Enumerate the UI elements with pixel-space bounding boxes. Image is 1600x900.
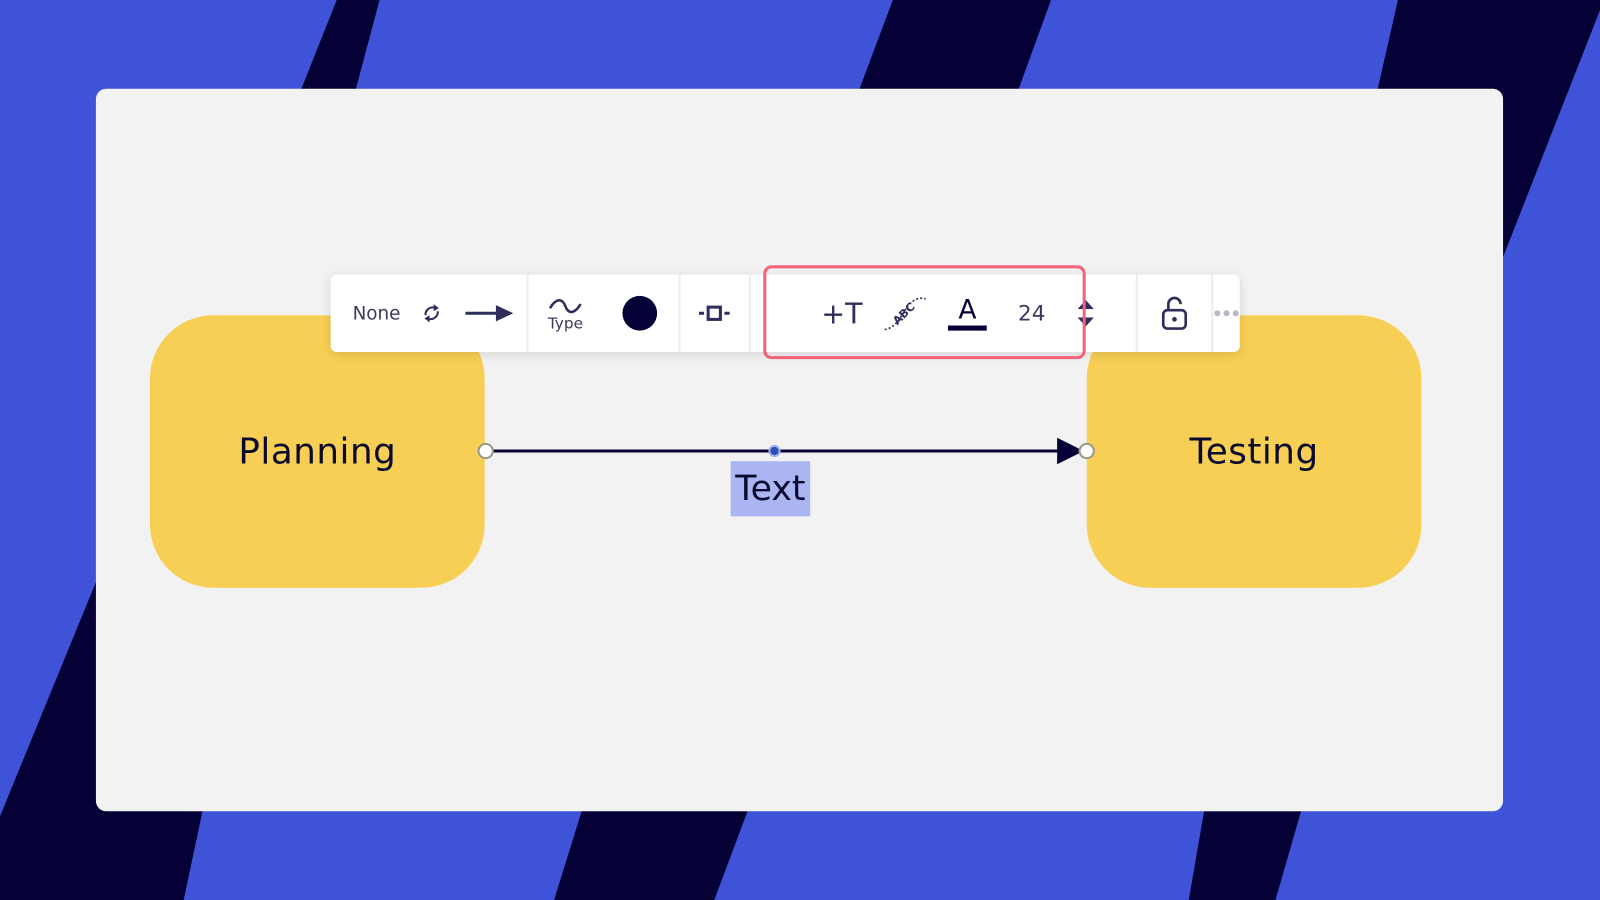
- line-type-button[interactable]: Type: [548, 298, 583, 333]
- waypoint-icon[interactable]: [698, 305, 731, 321]
- shape-label: Planning: [238, 431, 397, 472]
- text-color-glyph: A: [958, 294, 977, 325]
- connector-midpoint-handle: [768, 444, 781, 458]
- connector-start-handle: [477, 442, 494, 460]
- chevron-down-icon: [1077, 317, 1094, 327]
- line-endpoints-group: None: [331, 274, 529, 353]
- text-on-path-icon[interactable]: ABC: [872, 295, 939, 332]
- lock-group: [1137, 274, 1214, 353]
- more-dots-icon[interactable]: [1213, 309, 1240, 317]
- color-circle-icon[interactable]: [622, 295, 659, 332]
- line-type-label: Type: [547, 314, 583, 333]
- svg-text:ABC: ABC: [891, 300, 918, 327]
- connector-toolbar: None Type +T ABC: [330, 274, 1240, 353]
- shape-label: Testing: [1189, 431, 1319, 472]
- swap-arrows-icon[interactable]: [400, 302, 463, 324]
- line-style-group: Type: [528, 274, 681, 353]
- more-group: [1213, 274, 1240, 352]
- text-color-swatch: [948, 324, 987, 331]
- unlock-icon[interactable]: [1161, 296, 1188, 331]
- chevron-up-icon: [1077, 299, 1094, 310]
- arrow-right-icon[interactable]: [463, 303, 516, 323]
- arrowhead-icon: [1057, 437, 1084, 465]
- shape-testing[interactable]: Testing: [1086, 315, 1422, 588]
- waypoint-group: [680, 274, 752, 353]
- wave-icon: [549, 298, 582, 314]
- connector-end-handle: [1078, 442, 1095, 460]
- add-text-icon[interactable]: +T: [821, 296, 863, 331]
- shape-planning[interactable]: Planning: [149, 315, 485, 588]
- line-start-dropdown[interactable]: None: [352, 302, 401, 324]
- text-color-button[interactable]: A: [939, 294, 996, 331]
- font-size-stepper[interactable]: [1067, 299, 1104, 327]
- connector-text-label[interactable]: Text: [730, 461, 811, 517]
- text-options-group: +T ABC A 24: [751, 274, 1138, 353]
- font-size-value[interactable]: 24: [1018, 301, 1046, 326]
